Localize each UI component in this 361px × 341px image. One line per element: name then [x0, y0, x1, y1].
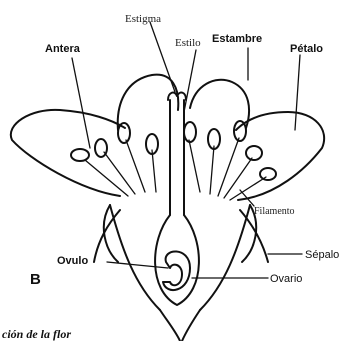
- filament-4: [152, 150, 156, 192]
- leader-estilo: [184, 50, 196, 112]
- label-estambre: Estambre: [212, 33, 262, 45]
- label-petalo: Pétalo: [290, 43, 323, 55]
- leader-estigma: [150, 22, 175, 92]
- anther-8: [246, 146, 262, 160]
- anther-2: [95, 139, 107, 157]
- anther-7: [234, 121, 246, 141]
- label-antera: Antera: [45, 43, 81, 55]
- leader-ovulo: [107, 262, 168, 268]
- petals: [11, 75, 324, 200]
- label-estigma: Estigma: [125, 13, 161, 25]
- label-ovario: Ovario: [270, 273, 302, 285]
- stamens: [71, 121, 276, 200]
- ovule: [163, 251, 190, 290]
- anther-3: [118, 123, 130, 143]
- caption: ción de la flor: [2, 327, 71, 341]
- receptacle-right: [200, 205, 250, 310]
- leader-antera: [72, 58, 90, 148]
- pistil: [155, 93, 199, 305]
- filament-9: [230, 177, 266, 200]
- sepal-right-tip: [240, 210, 268, 262]
- filament-7: [218, 138, 239, 196]
- ovary: [155, 215, 199, 305]
- right-petal: [236, 112, 324, 200]
- label-filamento: Filamento: [254, 206, 295, 217]
- receptacle-left: [110, 205, 160, 310]
- left-petal: [11, 110, 125, 196]
- label-estilo: Estilo: [175, 37, 201, 49]
- panel-letter: B: [30, 271, 41, 288]
- filament-6: [210, 146, 214, 194]
- filament-8: [224, 158, 252, 198]
- label-sepalo: Sépalo: [305, 249, 339, 261]
- pedicel: [160, 310, 200, 341]
- label-ovulo: Ovulo: [57, 255, 88, 267]
- leader-petalo: [295, 55, 300, 130]
- sepal-left-tip: [94, 210, 120, 262]
- filament-1: [85, 160, 128, 196]
- anther-9: [260, 168, 276, 180]
- filament-3: [126, 140, 145, 192]
- filament-5: [189, 140, 200, 192]
- anther-5: [184, 122, 196, 142]
- anther-1: [71, 149, 89, 161]
- style: [170, 100, 184, 215]
- filament-2: [104, 152, 135, 194]
